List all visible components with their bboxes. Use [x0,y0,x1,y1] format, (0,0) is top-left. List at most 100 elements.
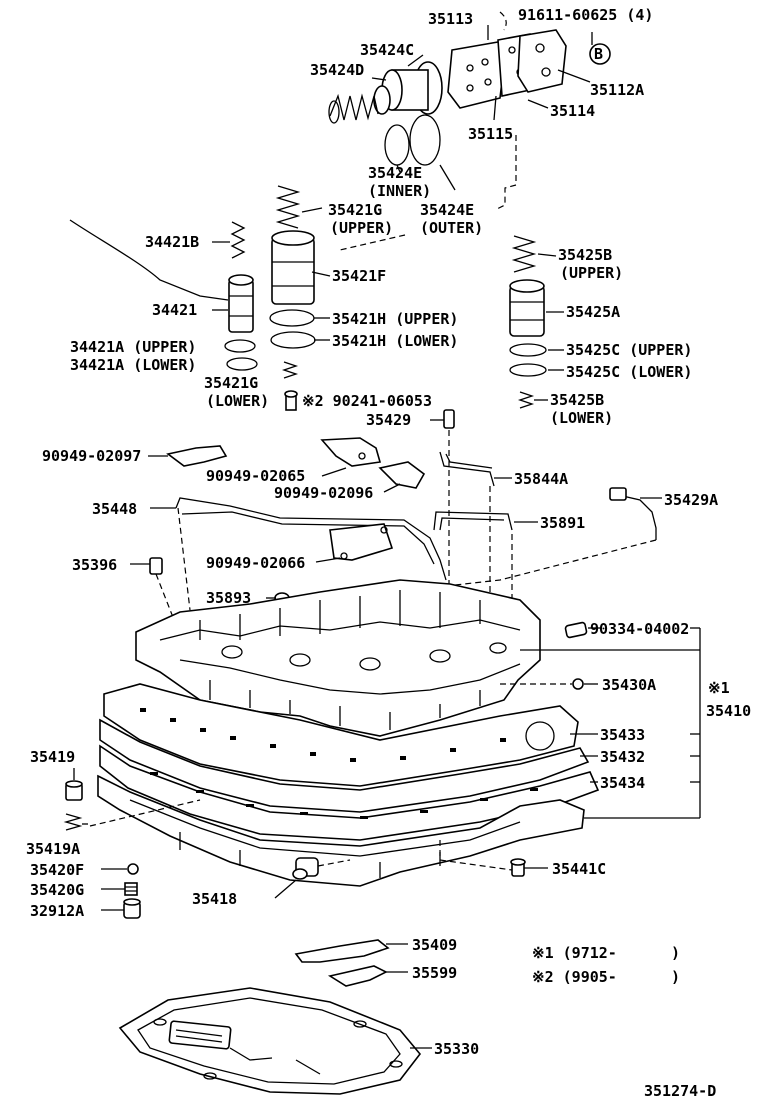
label-35421G-lower: 35421G [204,374,258,392]
pin-35429 [443,409,455,429]
pipe-35891 [433,511,513,531]
bracket-35409 [294,939,390,963]
label-note1: ※1 (9712- ) [532,944,680,962]
label-35424E-outer: 35424E [420,201,474,219]
o-ring-34421A-upper [224,339,256,353]
label-35424E-inner: 35424E [368,164,422,182]
o-ring-34421A-lower [226,357,258,371]
label-35424C: 35424C [360,41,414,59]
bracket-90949-02065 [320,437,382,467]
label-35114: 35114 [550,102,595,120]
label-90949-02096: 90949-02096 [274,484,373,502]
label-35396: 35396 [72,556,117,574]
label-34421A-upper: 34421A (UPPER) [70,338,196,356]
label-lower-1: (LOWER) [206,392,269,410]
label-circle-b: B [594,45,603,63]
label-35432: 35432 [600,748,645,766]
label-upper-2: (UPPER) [560,264,623,282]
pipe-35844A [439,451,495,487]
spring-34421B [230,221,246,259]
ball-35430A [572,678,584,690]
label-35419: 35419 [30,748,75,766]
bracket-90949-02066 [329,523,394,561]
label-91611-60625: 91611-60625 (4) [518,6,653,24]
circle-b-marker [589,43,611,65]
bracket-90949-02097 [166,445,228,467]
o-ring-35424E-inner [384,124,410,166]
label-35425B-upper: 35425B [558,246,612,264]
plate-35433 [103,683,579,787]
label-35421H-upper: 35421H (UPPER) [332,310,458,328]
cup-32912A [123,898,141,919]
label-35113: 35113 [428,10,473,28]
spring-35421G-upper [275,185,301,229]
label-32912A: 32912A [30,902,84,920]
label-90949-02097: 90949-02097 [42,447,141,465]
oil-pan-35330 [118,987,422,1095]
label-35330: 35330 [434,1040,479,1058]
label-35425C-lower: 35425C (LOWER) [566,363,692,381]
gasket-35432 [99,718,590,813]
valve-34421 [228,274,254,333]
label-35421H-lower: 35421H (LOWER) [332,332,458,350]
bolt-35441C [510,858,526,877]
valve-35425A [509,279,545,337]
label-34421: 34421 [152,301,197,319]
label-35420G: 35420G [30,881,84,899]
spring-35419A [63,813,83,831]
label-35421G-upper: 35421G [328,201,382,219]
spring-35424D [328,93,379,124]
label-90949-02066: 90949-02066 [206,554,305,572]
diagram-id: 351274-D [644,1082,716,1100]
label-35425A: 35425A [566,303,620,321]
label-35448: 35448 [92,500,137,518]
label-35425B-lower: 35425B [550,391,604,409]
label-note1-mark: ※1 [708,679,730,697]
bracket-90949-02096 [378,461,426,489]
filter-35418 [292,857,319,880]
spring-35420G [124,882,138,896]
pipe-35429A [609,487,657,540]
label-35429A: 35429A [664,491,718,509]
o-ring-35421H-upper [269,309,315,327]
spring-35421G-lower [281,361,299,379]
plate-holes [140,708,538,819]
o-ring-35421H-lower [270,331,316,349]
label-35420F: 35420F [30,861,84,879]
lower-valve-body [97,774,585,887]
label-outer: (OUTER) [420,219,483,237]
label-35421F: 35421F [332,267,386,285]
label-upper-1: (UPPER) [330,219,393,237]
label-35409: 35409 [412,936,457,954]
cover-35112A [517,29,567,93]
label-35410: 35410 [706,702,751,720]
label-35893: 35893 [206,589,251,607]
spring-35425B-upper [511,235,537,273]
label-35891: 35891 [540,514,585,532]
label-35425C-upper: 35425C (UPPER) [566,341,692,359]
spring-35425B-lower [517,391,535,409]
label-inner: (INNER) [368,182,431,200]
label-90334-04002: 90334-04002 [590,620,689,638]
label-90949-02065: 90949-02065 [206,467,305,485]
sleeve-35421F [271,230,315,305]
label-35441C: 35441C [552,860,606,878]
label-lower-2: (LOWER) [550,409,613,427]
plug-90334-04002 [564,621,588,639]
label-34421A-lower: 34421A (LOWER) [70,356,196,374]
label-35418: 35418 [192,890,237,908]
label-34421B: 34421B [145,233,199,251]
sleeve-35424C [373,61,443,115]
label-35429: 35429 [366,411,411,429]
label-35599: 35599 [412,964,457,982]
label-35424D: 35424D [310,61,364,79]
ball-35420F [127,863,139,875]
pipe-35448 [175,497,447,581]
cup-35419 [65,780,83,801]
label-35419A: 35419A [26,840,80,858]
bolt-90241-06053 [284,390,298,411]
label-35434: 35434 [600,774,645,792]
o-ring-35425C-lower [509,363,547,377]
label-note2: ※2 (9905- ) [532,968,680,986]
